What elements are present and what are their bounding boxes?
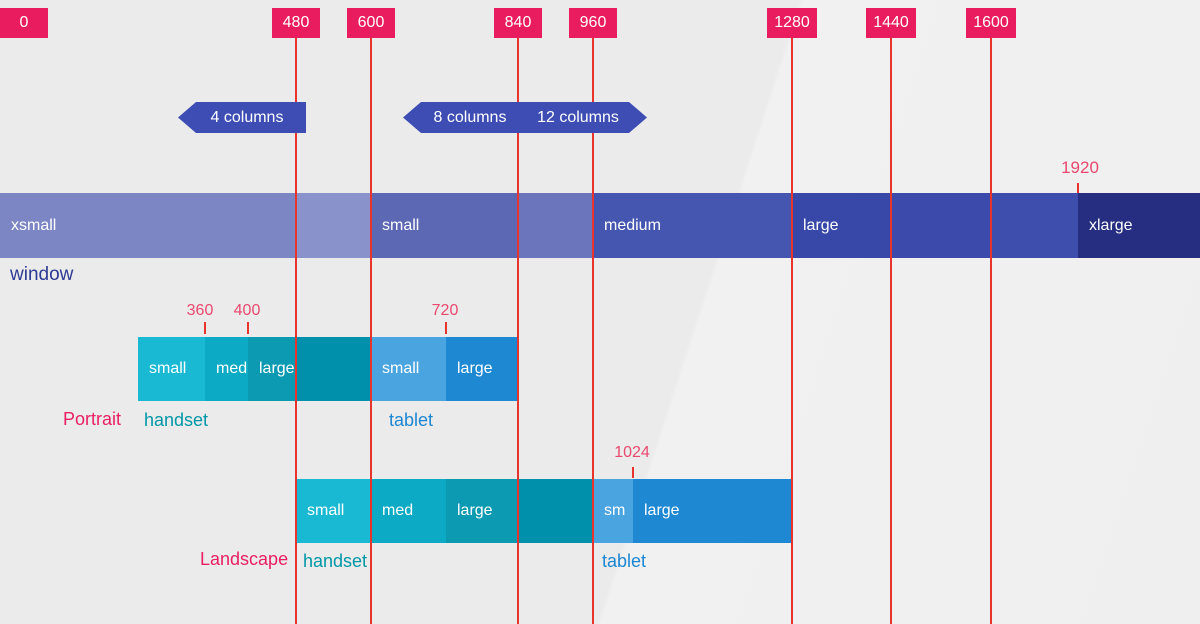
tick-label-360: 360: [186, 302, 214, 319]
landscape-handset-small: small: [296, 479, 371, 543]
breakpoint-box-0: 0: [0, 8, 48, 38]
grid-line-1600: [990, 38, 992, 624]
grid-line-600: [370, 38, 372, 624]
window-caption: window: [10, 264, 74, 285]
breakpoint-box-1440: 1440: [866, 8, 916, 38]
tick-1024: [632, 467, 634, 478]
landscape-tablet-bar: sm large: [593, 479, 793, 543]
portrait-handset-bar: small med large: [138, 337, 371, 401]
tick-400: [247, 322, 249, 334]
window-segment-xsmall: xsmall: [0, 193, 296, 258]
window-segment-medium: medium: [593, 193, 792, 258]
breakpoint-box-480: 480: [272, 8, 320, 38]
window-segment-large: large: [792, 193, 891, 258]
grid-line-1440: [890, 38, 892, 624]
window-segment-label: small: [382, 216, 420, 234]
breakpoint-box-600: 600: [347, 8, 395, 38]
window-segment-xlarge: xlarge: [1078, 193, 1200, 258]
window-segment-label: large: [803, 216, 839, 234]
columns-badge-12: 12 columns: [519, 102, 647, 133]
grid-line-1280: [791, 38, 793, 624]
landscape-handset-overlap: [518, 479, 593, 543]
landscape-handset-large: large: [446, 479, 518, 543]
portrait-handset-med: med: [205, 337, 248, 401]
window-segment-small: small: [371, 193, 518, 258]
window-segment-large-overlap-2: [991, 193, 1078, 258]
tick-label-400: 400: [233, 302, 261, 319]
landscape-handset-med: med: [371, 479, 446, 543]
portrait-handset-overlap: [296, 337, 371, 401]
window-segment-xsmall-overlap: [296, 193, 371, 258]
window-band: xsmall small medium large xlarge: [0, 193, 1200, 258]
portrait-tablet-small: small: [371, 337, 446, 401]
landscape-handset-caption: handset: [303, 551, 368, 571]
window-segment-label: medium: [604, 216, 661, 234]
breakpoint-box-1600: 1600: [966, 8, 1016, 38]
grid-line-960: [592, 38, 594, 624]
portrait-handset-small: small: [138, 337, 205, 401]
portrait-caption: Portrait: [63, 409, 122, 429]
breakpoint-box-840: 840: [494, 8, 542, 38]
landscape-caption: Landscape: [200, 549, 289, 569]
portrait-handset-large: large: [248, 337, 296, 401]
landscape-tablet-sm: sm: [593, 479, 633, 543]
breakpoint-box-960: 960: [569, 8, 617, 38]
window-segment-label: xsmall: [11, 216, 57, 234]
max-width-label-1920: 1920: [1061, 158, 1099, 177]
breakpoint-box-1280: 1280: [767, 8, 817, 38]
grid-line-840: [517, 38, 519, 624]
portrait-tablet-large: large: [446, 337, 518, 401]
window-segment-large-overlap: [891, 193, 991, 258]
tick-720: [445, 322, 447, 334]
landscape-handset-bar: small med large: [296, 479, 593, 543]
landscape-tablet-caption: tablet: [602, 551, 647, 571]
landscape-tablet-large: large: [633, 479, 793, 543]
tick-360: [204, 322, 206, 334]
portrait-tablet-caption: tablet: [389, 410, 434, 430]
portrait-handset-caption: handset: [144, 410, 209, 430]
tick-label-1024: 1024: [614, 444, 650, 461]
window-segment-label: xlarge: [1089, 216, 1133, 234]
window-segment-small-overlap: [518, 193, 593, 258]
portrait-tablet-bar: small large: [371, 337, 518, 401]
grid-line-480: [295, 38, 297, 624]
tick-label-720: 720: [431, 302, 459, 319]
max-width-tick-1920: [1077, 183, 1079, 193]
columns-badge-8: 8 columns: [403, 102, 527, 133]
columns-badge-4: 4 columns: [178, 102, 306, 133]
